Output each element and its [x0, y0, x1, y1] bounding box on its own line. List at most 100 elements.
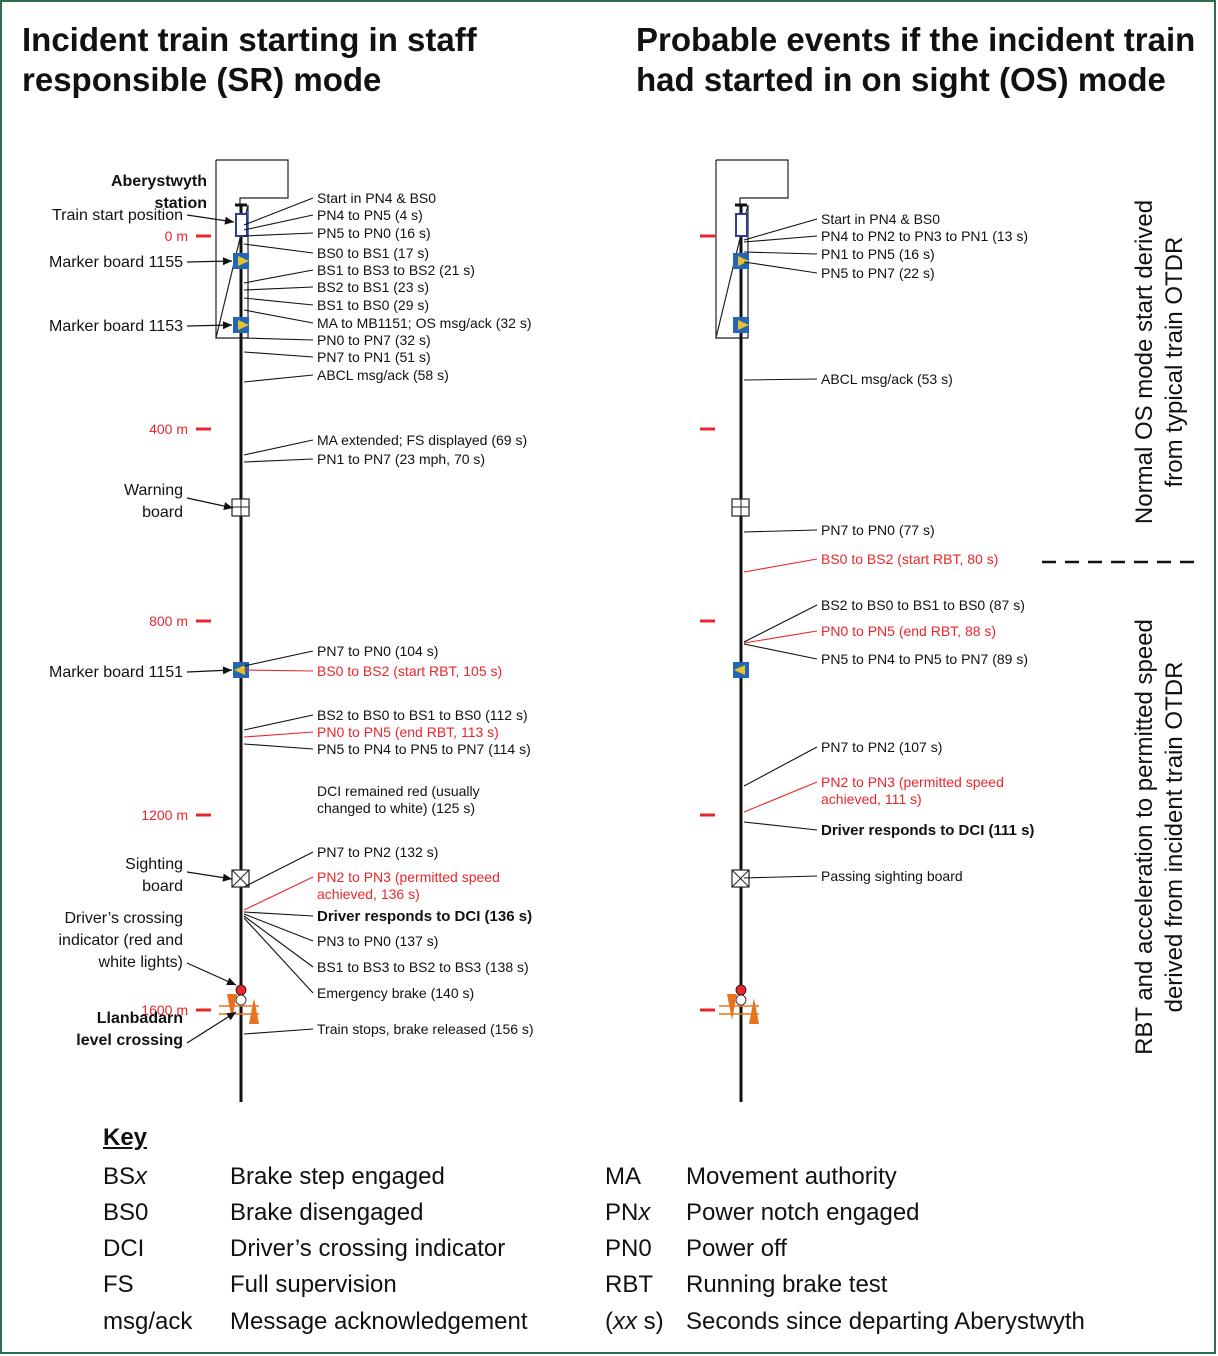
feature-label-warning-board: Warning [124, 482, 183, 499]
key-description: Power notch engaged [686, 1199, 920, 1226]
left-event-label: Driver responds to DCI (136 s) [317, 908, 532, 925]
key-abbr: BS0 [103, 1199, 149, 1226]
feature-label-mb1153: Marker board 1153 [49, 318, 183, 335]
left-event-label: PN3 to PN0 (137 s) [317, 933, 438, 949]
right-marker-board-1155-icon-arrow [738, 256, 749, 266]
left-event-leader [243, 915, 314, 968]
key-description: Full supervision [230, 1271, 397, 1298]
right-event-leader [743, 630, 818, 644]
left-event-leader [243, 714, 314, 731]
side-note-upper-line: from typical train OTDR [1161, 237, 1188, 488]
left-event-leader [243, 731, 314, 738]
left-event-label: MA to MB1151; OS msg/ack (32 s) [317, 315, 531, 331]
right-event-leader [743, 261, 818, 274]
right-panel-title: Probable events if the incident train ha… [636, 20, 1195, 100]
left-event-leader [243, 917, 314, 994]
side-note-upper-line: Normal OS mode start derived [1131, 200, 1158, 524]
key-abbr: PNx [605, 1199, 651, 1226]
feature-arrowhead-train-start [224, 216, 234, 225]
left-event-label: achieved, 136 s) [317, 886, 420, 902]
right-event-leader [743, 875, 818, 879]
right-station-building [715, 159, 789, 339]
right-title-line-1: Probable events if the incident train [636, 21, 1196, 58]
left-event-label: BS1 to BS0 (29 s) [317, 297, 429, 313]
left-event-label: BS0 to BS2 (start RBT, 105 s) [317, 663, 502, 679]
left-event-label: MA extended; FS displayed (69 s) [317, 432, 527, 448]
left-event-leader [243, 337, 314, 341]
feature-label-sighting-board: board [142, 878, 183, 895]
right-event-label: PN5 to PN7 (22 s) [821, 265, 935, 281]
feature-arrowhead-sighting-board [222, 873, 232, 882]
right-event-label: PN7 to PN2 (107 s) [821, 739, 942, 755]
key-abbr: (xx s) [605, 1308, 664, 1335]
left-title-line-2: responsible (SR) mode [22, 61, 382, 98]
left-event-leader [243, 197, 314, 226]
side-note-lower-line: derived from incident train OTDR [1161, 662, 1188, 1013]
side-note-lower-line: RBT and acceleration to permitted speed [1131, 619, 1158, 1055]
key-description: Brake disengaged [230, 1199, 424, 1226]
right-event-label: Passing sighting board [821, 868, 963, 884]
right-event-leader [743, 558, 818, 573]
left-dci-red-light-icon [235, 984, 247, 996]
left-event-leader [243, 214, 314, 231]
right-event-label: PN7 to PN0 (77 s) [821, 522, 935, 538]
left-event-label: PN5 to PN0 (16 s) [317, 225, 431, 241]
left-event-leader [243, 743, 314, 750]
right-crossing-barrier-icon [749, 998, 759, 1024]
key-description: Power off [686, 1235, 787, 1262]
distance-label: 400 m [149, 421, 188, 437]
feature-label-dci: white lights) [98, 954, 183, 971]
feature-label-mb1155: Marker board 1155 [49, 254, 183, 271]
right-event-leader [743, 251, 818, 255]
left-event-label: PN0 to PN7 (32 s) [317, 332, 431, 348]
left-event-leader [243, 232, 314, 237]
key-description: Message acknowledgement [230, 1308, 528, 1335]
left-crossing-barrier-icon [249, 998, 259, 1024]
feature-arrowhead-mb1151 [222, 666, 232, 675]
feature-arrowhead-mb1153 [222, 321, 232, 330]
left-event-label: BS0 to BS1 (17 s) [317, 245, 429, 261]
key-description: Movement authority [686, 1163, 897, 1190]
right-event-leader [743, 781, 818, 813]
key-abbr: DCI [103, 1235, 145, 1262]
left-event-label: DCI remained red (usually [317, 783, 480, 799]
left-event-label: BS1 to BS3 to BS2 (21 s) [317, 262, 475, 278]
right-event-label: PN0 to PN5 (end RBT, 88 s) [821, 623, 996, 639]
feature-label-crossing: Llanbadarn [97, 1010, 183, 1027]
right-event-label: achieved, 111 s) [821, 791, 922, 807]
left-event-leader [243, 669, 314, 672]
feature-arrowhead-mb1155 [222, 257, 232, 266]
right-event-leader [743, 235, 818, 243]
right-sighting-board-cross [731, 869, 750, 888]
left-event-leader [243, 286, 314, 291]
left-event-leader [243, 911, 314, 917]
right-event-label: ABCL msg/ack (53 s) [821, 371, 953, 387]
left-event-label: Start in PN4 & BS0 [317, 190, 436, 206]
key-title: Key [103, 1124, 148, 1151]
left-event-leader [243, 297, 314, 306]
right-event-label: Driver responds to DCI (111 s) [821, 822, 1034, 839]
right-event-label: Start in PN4 & BS0 [821, 211, 940, 227]
left-marker-board-1155-icon-arrow [238, 256, 249, 266]
left-event-label: PN4 to PN5 (4 s) [317, 207, 423, 223]
feature-label-mb1151: Marker board 1151 [49, 664, 183, 681]
left-station-building [215, 159, 289, 339]
right-event-leader [743, 378, 818, 381]
right-event-label: PN1 to PN5 (16 s) [821, 246, 935, 262]
left-event-leader [243, 1028, 314, 1035]
right-crossing-barrier-icon [727, 994, 737, 1020]
key-abbr: msg/ack [103, 1308, 193, 1335]
feature-arrowhead-dci [226, 977, 236, 985]
right-dci-red-light-icon [735, 984, 747, 996]
left-event-label: PN2 to PN3 (permitted speed [317, 869, 500, 885]
left-panel-title: Incident train starting in staff respons… [22, 20, 477, 100]
right-marker-board-1151-icon-arrow [734, 665, 745, 675]
right-hidden [733, 160, 788, 202]
feature-label-crossing: level crossing [76, 1032, 183, 1049]
right-event-label: PN4 to PN2 to PN3 to PN1 (13 s) [821, 228, 1028, 244]
left-title-line-1: Incident train starting in staff [22, 21, 477, 58]
right-event-label: PN5 to PN4 to PN5 to PN7 (89 s) [821, 651, 1028, 667]
